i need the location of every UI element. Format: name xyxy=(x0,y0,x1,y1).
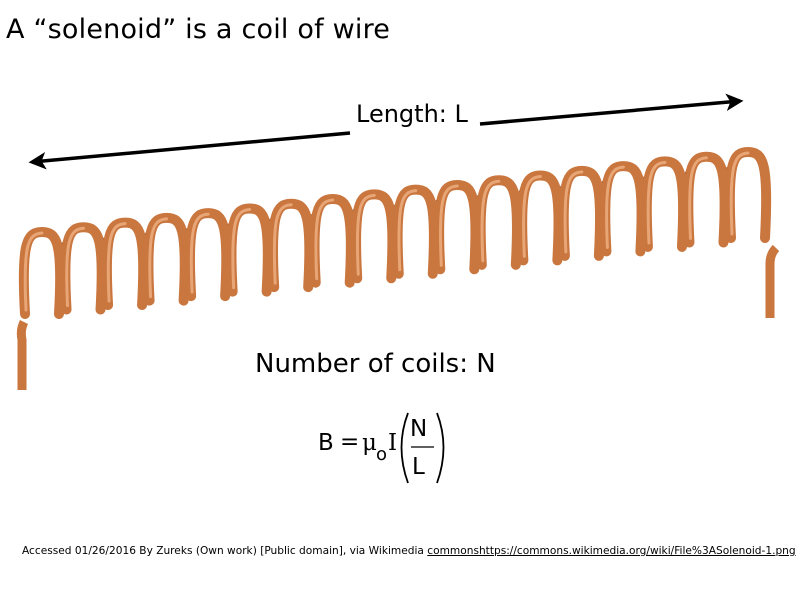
coil-highlight xyxy=(272,203,293,285)
coils-count-label: Number of coils: N xyxy=(255,349,496,379)
coil-highlight xyxy=(688,156,708,240)
image-citation: Accessed 01/26/2016 By Zureks (Own work)… xyxy=(22,545,796,557)
coil-highlight xyxy=(148,217,169,299)
citation-link[interactable]: commonshttps://commons.wikimedia.org/wik… xyxy=(427,545,796,557)
coil-highlight xyxy=(605,165,625,249)
coil-highlight xyxy=(480,179,501,263)
length-label: Length: L xyxy=(356,100,468,128)
formula-current: I xyxy=(388,430,398,456)
formula-fraction-parens xyxy=(400,412,445,484)
coil-highlight xyxy=(438,184,459,267)
coil-highlight xyxy=(231,207,252,290)
coil-highlight xyxy=(314,198,335,281)
coil-highlight xyxy=(23,231,44,312)
coil-highlight xyxy=(189,212,210,294)
formula-mu: μ xyxy=(362,430,377,456)
coil-highlight xyxy=(355,193,376,276)
coil-highlight xyxy=(65,226,86,308)
slide-title: A “solenoid” is a coil of wire xyxy=(6,14,391,45)
coil-highlight xyxy=(563,170,584,254)
length-arrow-left xyxy=(28,131,351,170)
right-lead-wire xyxy=(765,244,780,318)
coil-front-segments xyxy=(18,146,772,319)
citation-text: Accessed 01/26/2016 By Zureks (Own work)… xyxy=(22,545,428,557)
length-arrow-right xyxy=(479,93,744,126)
formula-mu-subscript: o xyxy=(376,444,388,465)
coil-highlight xyxy=(522,175,542,258)
formula-b: B xyxy=(318,430,334,456)
left-lead-wire xyxy=(16,319,29,390)
coil-highlight xyxy=(646,160,667,245)
coil-highlight xyxy=(397,189,418,272)
formula-denominator: L xyxy=(412,454,425,480)
formula-numerator: N xyxy=(410,416,428,442)
formula-equals: = xyxy=(340,429,360,455)
coil-highlight xyxy=(729,151,750,236)
coil-highlight xyxy=(106,222,127,303)
